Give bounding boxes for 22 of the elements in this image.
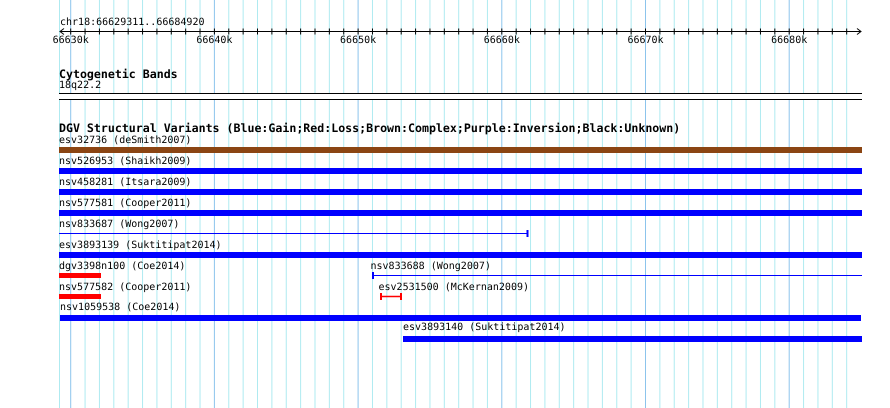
tick-label: 66630k [52,34,89,46]
feature-label: esv32736 (deSmith2007) [59,134,192,146]
feature-label: nsv833687 (Wong2007) [59,218,180,230]
feature-label: dgv3398n100 (Coe2014) [59,260,186,272]
feature-label: nsv577582 (Cooper2011) [59,282,192,294]
feature-label: nsv458281 (Itsara2009) [59,176,192,188]
track-heading: DGV Structural Variants (Blue:Gain;Red:Loss;Brown:Complex;Purple:Inversion;Black:Unknown) [59,121,680,136]
tick-label: 66650k [340,34,376,46]
location-label: chr18:66629311..66684920 [60,16,204,28]
feature-label: nsv526953 (Shaikh2009) [59,156,192,168]
tick-label: 66660k [484,34,520,46]
tick-label: 66640k [196,34,232,46]
tick-label: 66670k [627,34,664,46]
track-heading: Cytogenetic Bands [59,66,178,81]
feature-label: nsv577581 (Cooper2011) [59,198,192,210]
feature-label: nsv1059538 (Coe2014) [60,302,180,314]
band-label: 18q22.2 [59,80,102,92]
feature-label: esv3893139 (Suktitipat2014) [59,240,222,252]
feature-label: esv3893140 (Suktitipat2014) [403,322,566,334]
tick-label: 66680k [771,34,808,46]
feature-label: esv2531500 (McKernan2009) [378,282,530,294]
feature-label: nsv833688 (Wong2007) [370,260,491,272]
